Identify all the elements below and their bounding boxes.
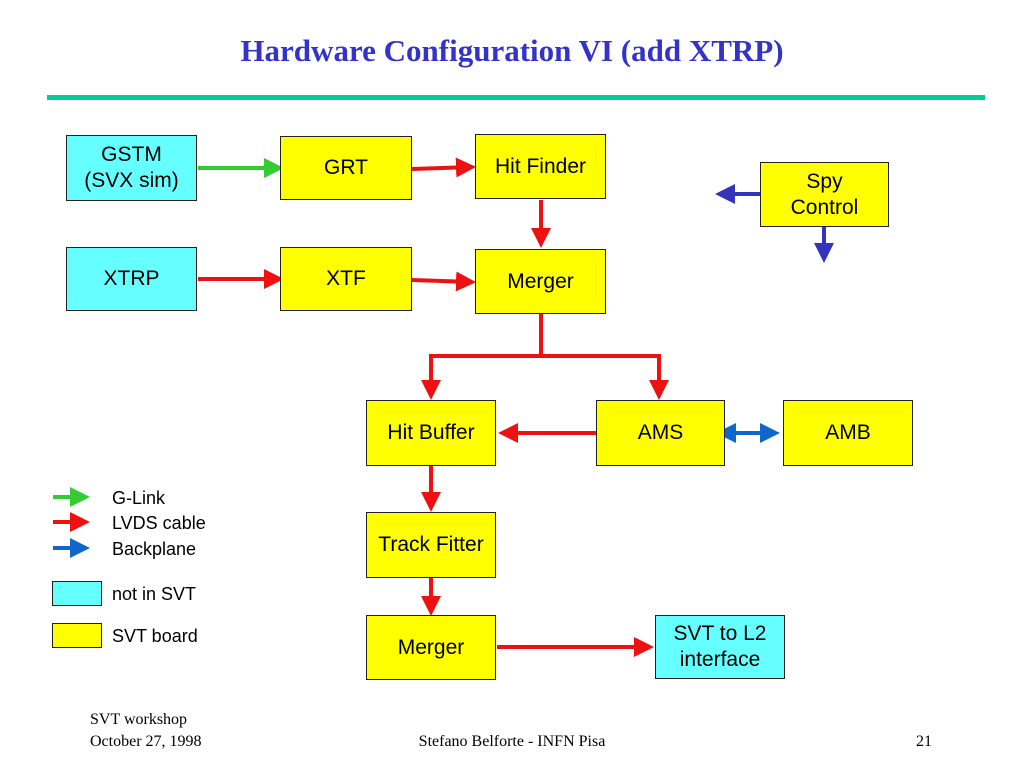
box-track-fitter: Track Fitter (366, 512, 496, 578)
box-ams: AMS (596, 400, 725, 466)
arrow-xtf-to-merger (411, 271, 476, 292)
box-gstm: GSTM (SVX sim) (66, 135, 197, 201)
title-divider (47, 95, 985, 100)
arrow-grt-to-hitfinder (411, 157, 476, 178)
legend-glink-label: G-Link (112, 488, 166, 508)
legend-not-in-svt-swatch (52, 581, 102, 606)
footer-page-number: 21 (916, 733, 932, 750)
legend-not-in-svt-label: not in SVT (112, 584, 197, 604)
box-merger-top: Merger (475, 249, 606, 314)
box-merger-bottom: Merger (366, 615, 496, 680)
legend-svt-board-label: SVT board (112, 626, 198, 646)
footer-event: SVT workshop (90, 711, 188, 728)
legend-lvds-label: LVDS cable (112, 513, 206, 533)
box-spy-control: Spy Control (760, 162, 889, 227)
arrow-merger-to-hitbuffer (421, 314, 543, 400)
footer-date: October 27, 1998 (90, 733, 202, 750)
box-xtrp: XTRP (66, 247, 197, 311)
footer-author: Stefano Belforte - INFN Pisa (418, 733, 606, 750)
box-grt: GRT (280, 136, 412, 200)
box-hit-buffer: Hit Buffer (366, 400, 496, 466)
box-xtf: XTF (280, 247, 412, 311)
legend-backplane-label: Backplane (112, 539, 197, 559)
legend-svt-board-swatch (52, 623, 102, 648)
arrow-merger-to-ams (541, 354, 669, 400)
box-hit-finder: Hit Finder (475, 134, 606, 199)
box-svt-to-l2: SVT to L2 interface (655, 615, 785, 679)
slide-title: Hardware Configuration VI (add XTRP) (240, 33, 784, 68)
box-amb: AMB (783, 400, 913, 466)
